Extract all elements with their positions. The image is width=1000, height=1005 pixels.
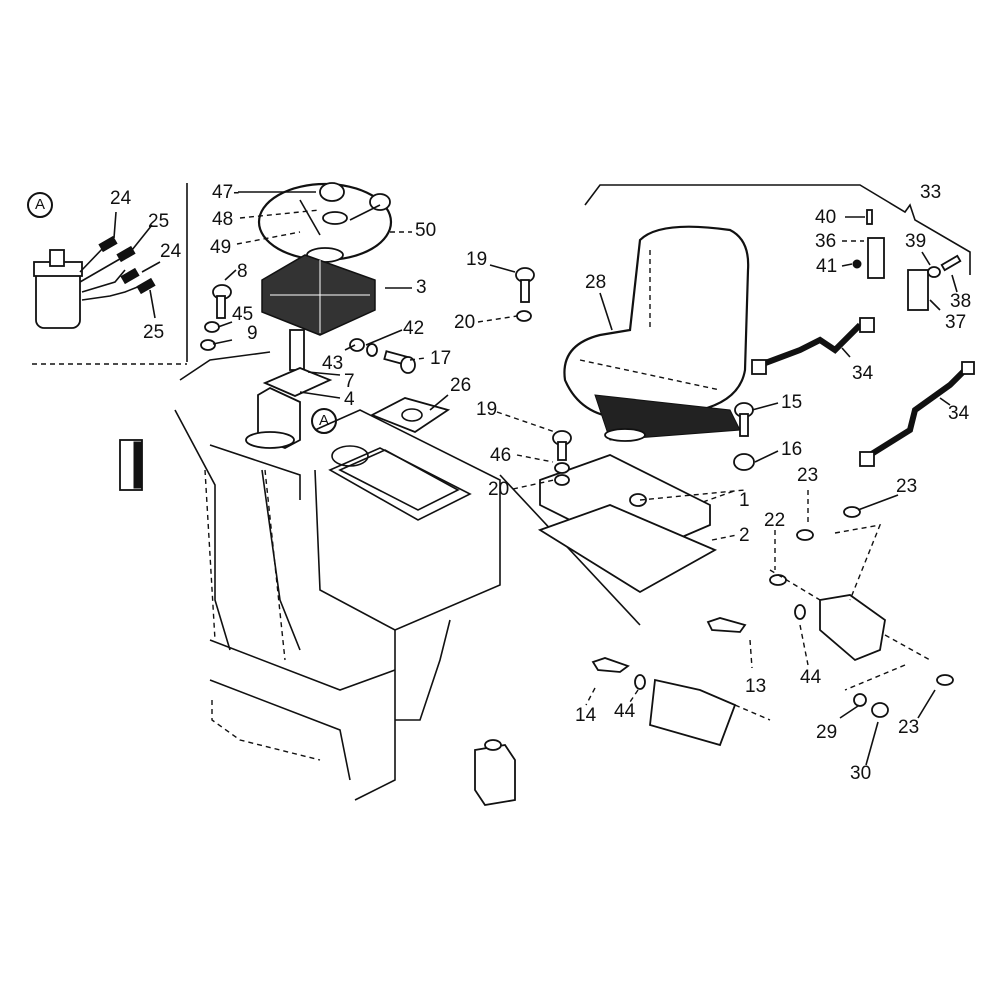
callout-36: 36	[815, 231, 837, 252]
callout-30: 30	[850, 763, 872, 784]
callout-42: 42	[403, 318, 425, 339]
bolt-17	[349, 338, 416, 374]
leader-lines	[212, 191, 958, 766]
valve-block	[591, 506, 954, 747]
steering-boot	[261, 254, 376, 336]
callout-20: 20	[454, 312, 476, 333]
callout-22: 22	[764, 510, 786, 531]
callout-44: 44	[614, 701, 636, 722]
callout-46: 46	[490, 445, 512, 466]
callout-25: 25	[143, 322, 165, 343]
bolt-8	[200, 284, 232, 351]
callout-40: 40	[815, 207, 837, 228]
callout-38: 38	[950, 291, 972, 312]
callout-44: 44	[800, 667, 822, 688]
callout-19: 19	[476, 399, 498, 420]
console-frame	[174, 351, 641, 801]
callout-49: 49	[210, 237, 232, 258]
callout-34: 34	[948, 403, 970, 424]
callout-14: 14	[575, 705, 597, 726]
callout-24: 24	[110, 188, 132, 209]
plate-26	[369, 397, 451, 434]
bolt-19-top	[515, 267, 535, 322]
switch-bottom	[474, 739, 516, 806]
callout-41: 41	[816, 256, 838, 277]
callout-43: 43	[322, 353, 344, 374]
harness-34	[751, 317, 975, 467]
callout-50: 50	[415, 220, 437, 241]
callout-28: 28	[585, 272, 607, 293]
callout-23: 23	[797, 465, 819, 486]
callout-34: 34	[852, 363, 874, 384]
callout-9: 9	[247, 323, 258, 344]
callout-7: 7	[344, 371, 355, 392]
callout-1: 1	[739, 490, 750, 511]
callout-19: 19	[466, 249, 488, 270]
switch-left	[119, 439, 143, 491]
seat-kit-bracket	[584, 184, 971, 275]
bolt-15	[733, 402, 755, 471]
callout-4: 4	[344, 389, 355, 410]
seat	[563, 225, 750, 442]
fittings-24-25	[98, 211, 161, 319]
callout-25: 25	[148, 211, 170, 232]
callout-26: 26	[450, 375, 472, 396]
seat-switch	[852, 209, 962, 311]
callout-23: 23	[898, 717, 920, 738]
callout-15: 15	[781, 392, 803, 413]
detail-marker-a-inset: A	[27, 192, 53, 218]
callout-17: 17	[430, 348, 452, 369]
detail-marker-a: A	[311, 408, 337, 434]
steering-column	[245, 329, 333, 449]
callout-8: 8	[237, 261, 248, 282]
inset-frame	[32, 183, 188, 365]
callout-47: 47-	[212, 182, 240, 203]
callout-13: 13	[745, 676, 767, 697]
callout-3: 3	[416, 277, 427, 298]
callout-33: 33	[920, 182, 942, 203]
callout-39: 39	[905, 231, 927, 252]
callout-48: 48	[212, 209, 234, 230]
callout-23: 23	[896, 476, 918, 497]
callout-37: 37	[945, 312, 967, 333]
callout-20: 20	[488, 479, 510, 500]
callout-29: 29	[816, 722, 838, 743]
seat-plate	[537, 430, 718, 594]
steering-wheel	[257, 182, 393, 263]
callout-16: 16	[781, 439, 803, 460]
callout-2: 2	[739, 525, 750, 546]
callout-45: 45	[232, 304, 254, 325]
callout-24: 24	[160, 241, 182, 262]
solenoid-valve	[33, 245, 141, 329]
